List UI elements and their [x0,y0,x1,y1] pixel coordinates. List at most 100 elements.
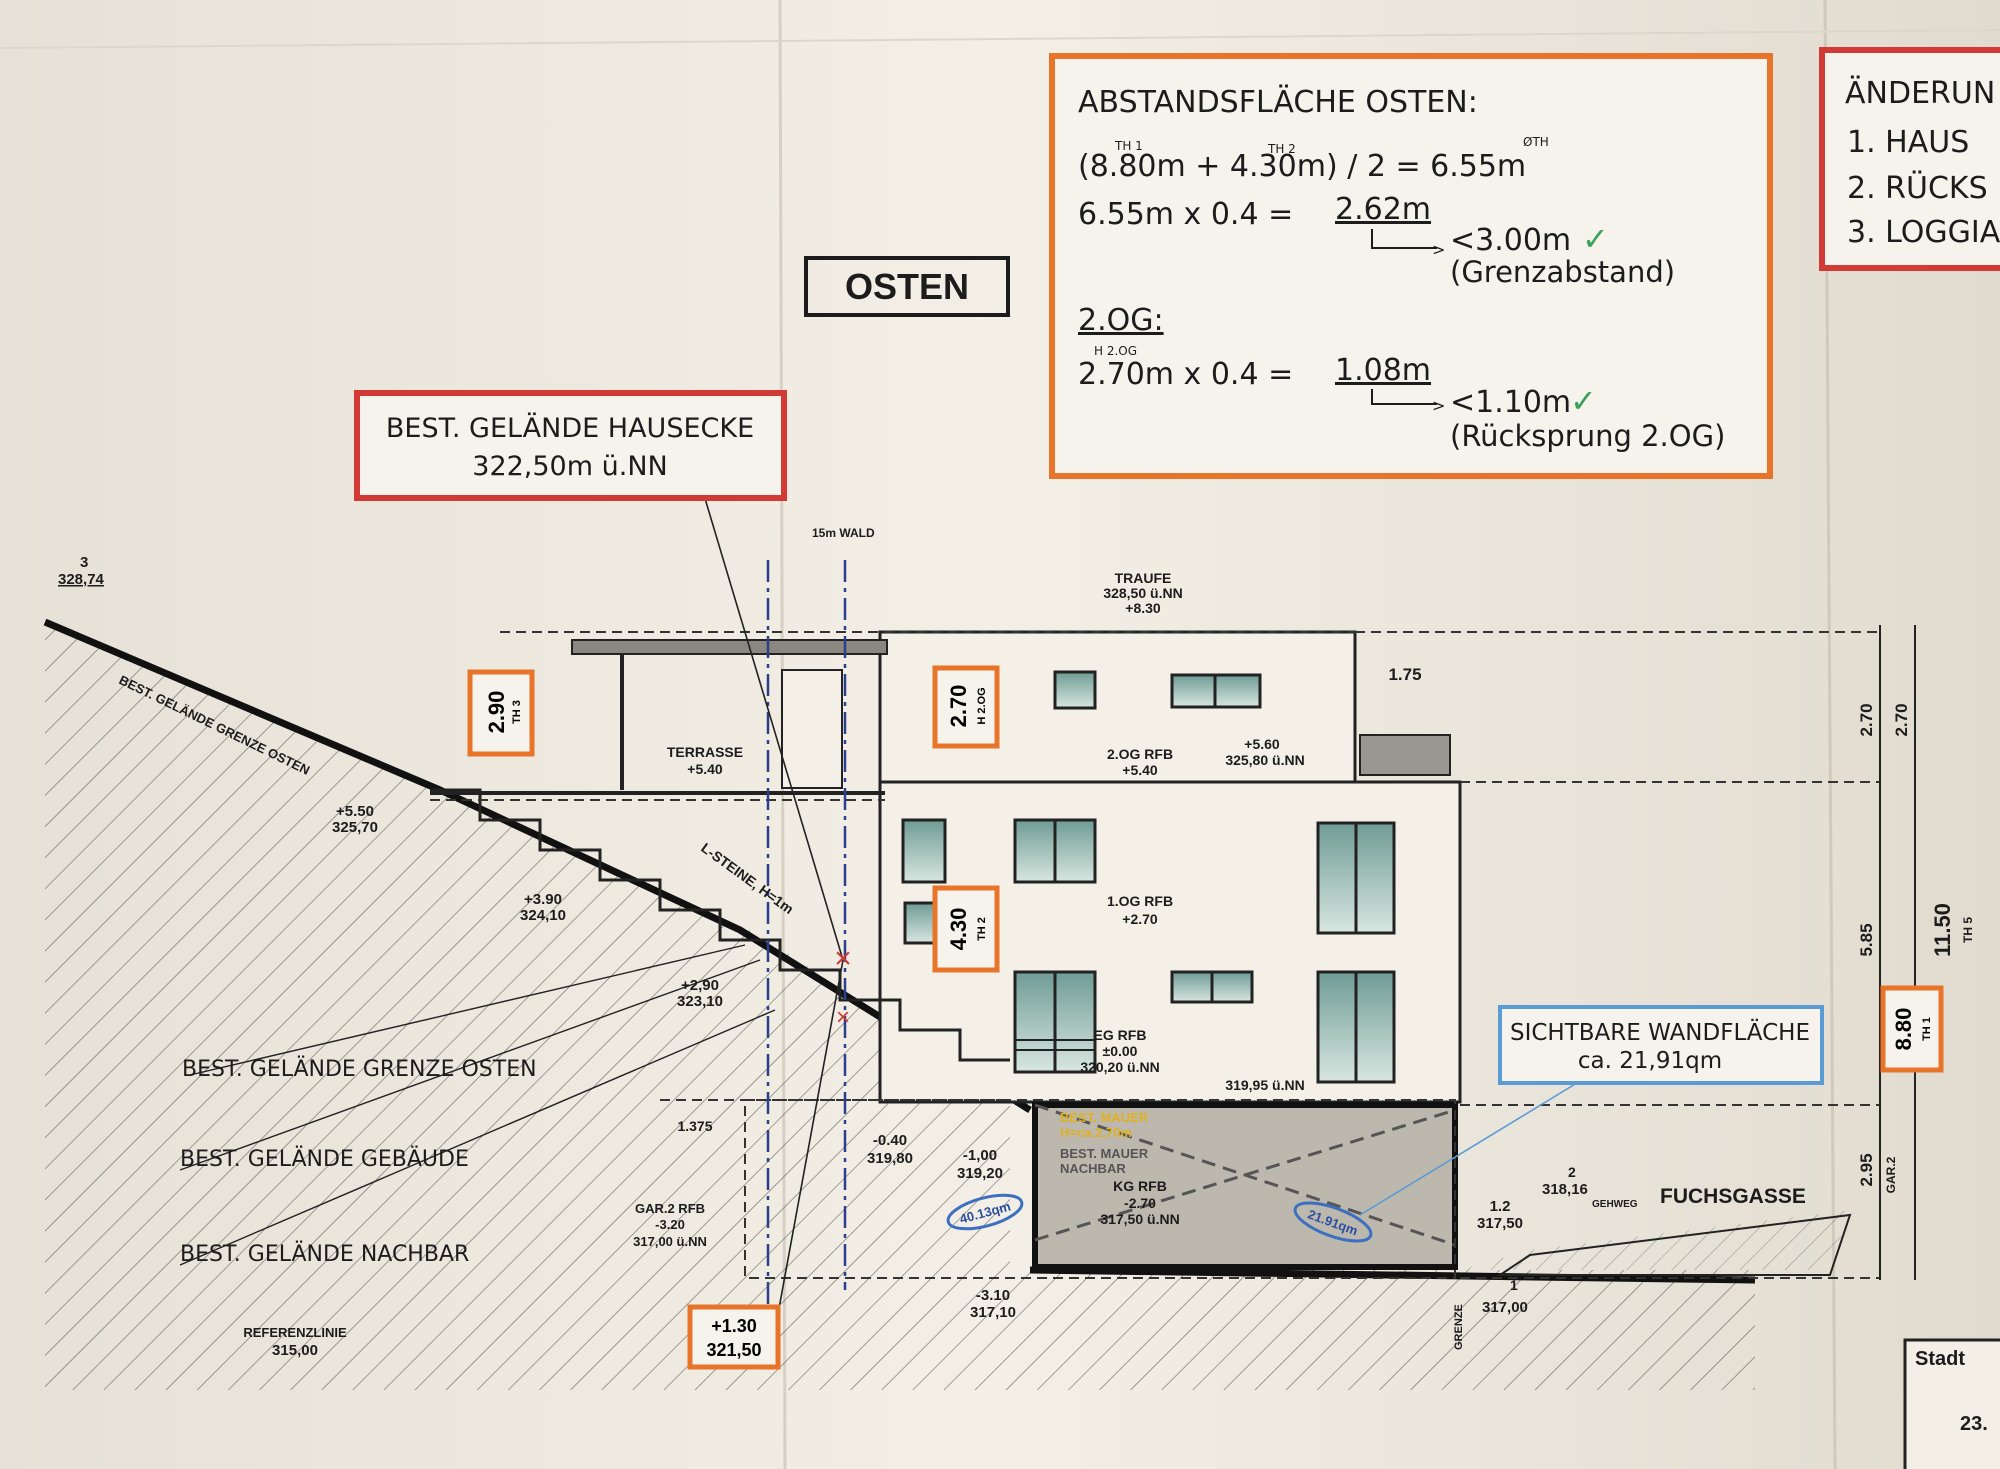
street-name: FUCHSGASSE [1660,1185,1806,1208]
level-12-elevation: 317,50 [1477,1215,1523,1232]
orange-tag-h2og: 2.70 H 2.OG [932,665,1000,749]
aenderungen-item: 3. LOGGIA [1847,215,2000,250]
title-frame [804,256,1010,317]
terrain-hatch [45,622,1755,1390]
right-dim-sub: GAR.2 [1884,1156,1898,1193]
leader-line [691,454,844,961]
dashed-references [430,631,1880,1279]
abstand-line2: 6.55m x 0.4 = [1078,197,1293,232]
right-dimension-lines [1879,625,1916,1280]
abstand-note: (Grenzabstand) [1450,255,1675,289]
gar2-height: -3.20 [655,1217,685,1232]
tag-sub: TH 2 [976,917,988,941]
aenderungen-box [1819,47,2000,271]
tag-frame [467,669,535,757]
leader-line-blue [1359,1074,1591,1216]
window [1354,970,1396,1084]
point-1-elevation: 317,00 [1482,1299,1528,1316]
mauer-label: BEST. MAUER [1060,1110,1149,1125]
terrace-door [781,669,843,789]
window [1354,821,1396,935]
tag-frame [932,665,1000,749]
leader-line [179,1009,776,1266]
view-title: OSTEN [845,266,969,307]
traufe-label: TRAUFE [1115,570,1172,586]
orange-tag-th1: 8.80 TH 1 [1880,985,1944,1073]
right-dim: 11.50 [1930,903,1955,957]
point-2: 2 [1568,1164,1576,1180]
tag-value: 8.80 [1891,1008,1916,1051]
orange-tag-ref: +1.30 321,50 [687,1304,781,1370]
ground-line-right [1029,1266,1756,1284]
tag-frame [1880,985,1944,1073]
og2-heading: 2.OG: [1078,303,1164,338]
level-m100-elevation: 319,20 [957,1165,1003,1182]
level-m040: -0.40 [873,1132,907,1149]
paper-fold-line [0,29,2000,49]
eg-rfb-elevation: 320,20 ü.NN [1080,1059,1159,1075]
abstand-result2: 1.08m [1335,353,1431,388]
kg-rfb-elevation: 317,50 ü.NN [1100,1211,1179,1227]
tag-elevation: 321,50 [706,1340,761,1360]
cross-marker: × [836,1004,850,1031]
leader-line [774,959,844,1331]
abstand-note2: (Rücksprung 2.OG) [1450,419,1725,453]
stair-steps [430,788,1010,1062]
og1-rfb-height: +2.70 [1122,911,1158,927]
grenze-label: GRENZE [1453,1304,1465,1350]
gar2-label: GAR.2 RFB [635,1201,705,1216]
stamp-date: 23. [1960,1413,1988,1435]
window [1316,821,1358,935]
window [1053,818,1097,884]
level-31995: 319,95 ü.NN [1225,1077,1304,1093]
hausecke-elevation: 322,50m ü.NN [472,451,667,482]
th2-tag: TH 2 [1267,142,1296,156]
level-390-elevation: 324,10 [520,907,566,924]
level-550-elevation: 325,70 [332,819,378,836]
kg-rfb-label: KG RFB [1113,1178,1167,1194]
arrow [1371,229,1437,249]
road-fuchsgasse [1496,1213,1852,1276]
referenz-value: 315,00 [272,1342,318,1359]
abstand-formula: (8.80m + 4.30m) / 2 = 6.55m [1078,149,1526,184]
arrow [1371,389,1437,405]
leader-line [189,944,746,1076]
point-1: 1 [1510,1277,1518,1293]
level-560: +5.60 [1244,736,1280,752]
basement-visible-wall [1032,1102,1458,1270]
level-12: 1.2 [1490,1198,1511,1215]
dashed-garage-outline [744,1099,1456,1279]
abstand-box [1049,53,1773,479]
terrain-label: BEST. GELÄNDE GRENZE OSTEN [182,1056,537,1082]
window [1053,970,1097,1074]
window [1213,673,1262,709]
og2-rfb-label: 2.OG RFB [1107,746,1173,762]
arrow-head: > [1432,396,1445,415]
sichtbar-box [1498,1005,1824,1085]
window [1013,970,1057,1074]
right-dim: 2.70 [1892,703,1911,736]
level-550: +5.50 [336,803,374,820]
window [1170,673,1219,709]
aenderungen-item: 1. HAUS [1847,125,1969,160]
tag-value: 2.90 [484,691,509,734]
leader-line [179,959,761,1171]
window [1316,970,1358,1084]
level-290: +2,90 [681,977,719,994]
eg-rfb-label: EG RFB [1094,1027,1147,1043]
right-dim: 2.70 [1857,703,1876,736]
tag-value: +1.30 [711,1316,757,1336]
tag-frame [932,885,1000,973]
basement-diagonal [1034,1108,1456,1242]
basement-diagonal [1034,1103,1456,1247]
sichtbar-title: SICHTBARE WANDFLÄCHE [1510,1018,1810,1046]
right-dim-sub: TH 5 [1961,917,1975,943]
abstand-line3: 2.70m x 0.4 = [1078,357,1293,392]
level-560-elevation: 325,80 ü.NN [1225,752,1304,768]
referenz-label: REFERENZLINIE [243,1325,347,1340]
abstand-result: 2.62m [1335,192,1431,227]
point-label: 3 [80,554,88,571]
tag-sub: H 2.OG [976,687,988,724]
aenderungen-text: ÄNDERUN 1. HAUS 2. RÜCKS 3. LOGGIA [1845,75,2000,250]
